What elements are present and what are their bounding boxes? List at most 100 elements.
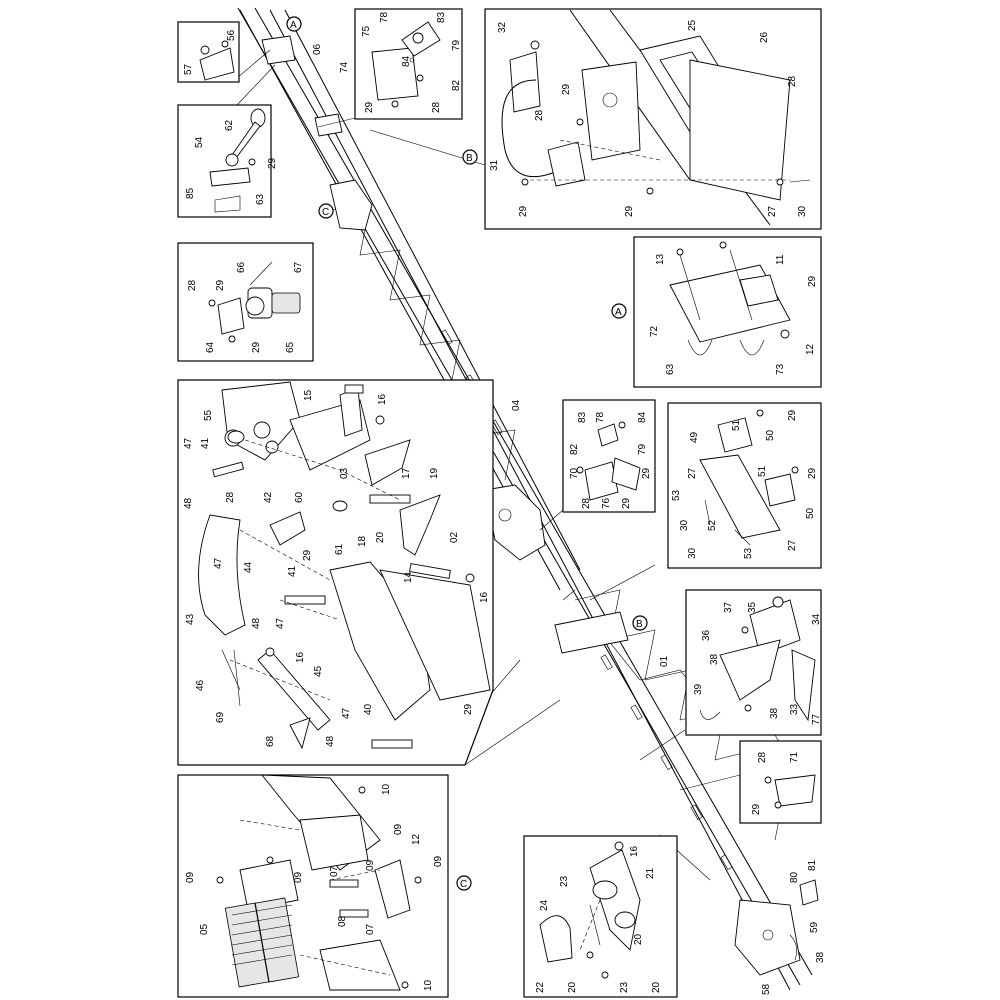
callout-73: 73 [775, 363, 786, 375]
callout-85: 85 [185, 187, 196, 199]
callout-65: 65 [285, 341, 296, 353]
callout-23: 23 [619, 981, 630, 993]
callout-04: 04 [511, 399, 522, 411]
callout-10: 10 [381, 783, 392, 795]
badge-b-boom: B [632, 615, 648, 631]
callout-28: 28 [787, 75, 798, 87]
detail-box-33-hook: 37 35 34 36 38 39 38 33 77 [685, 589, 822, 736]
callout-29: 29 [807, 275, 818, 287]
callout-28: 28 [534, 109, 545, 121]
callout-30: 30 [687, 547, 698, 559]
callout-78: 78 [595, 411, 606, 423]
callout-46: 46 [195, 679, 206, 691]
detail-box-52-rail: 49 51 50 29 27 51 29 53 50 30 52 27 30 5… [667, 402, 822, 569]
callout-63: 63 [665, 363, 676, 375]
callout-10: 10 [423, 979, 434, 991]
badge-a-clamp-label: A [615, 307, 622, 318]
callout-44: 44 [243, 561, 254, 573]
callout-29: 29 [624, 205, 635, 217]
callout-51: 51 [757, 465, 768, 477]
callout-45: 45 [313, 665, 324, 677]
callout-69: 69 [215, 711, 226, 723]
callout-27: 27 [687, 467, 698, 479]
callout-77: 77 [811, 713, 822, 725]
callout-20: 20 [375, 531, 386, 543]
callout-09: 09 [365, 859, 376, 871]
callout-83: 83 [577, 411, 588, 423]
callout-29: 29 [641, 467, 652, 479]
callout-13: 13 [655, 253, 666, 265]
badge-a-clamp: A [611, 303, 627, 319]
callout-29: 29 [561, 83, 572, 95]
callout-05: 05 [199, 923, 210, 935]
callout-28: 28 [225, 491, 236, 503]
callout-39: 39 [693, 683, 704, 695]
callout-48: 48 [183, 497, 194, 509]
callout-leaders [236, 49, 741, 881]
callout-29: 29 [787, 409, 798, 421]
callout-29: 29 [251, 341, 262, 353]
callout-17: 17 [401, 467, 412, 479]
callout-80: 80 [789, 871, 800, 883]
callout-50: 50 [805, 507, 816, 519]
callout-32: 32 [497, 21, 508, 33]
callout-03: 03 [339, 467, 350, 479]
detail-box-65-valve: 28 66 67 29 64 29 65 [177, 242, 314, 362]
callout-15: 15 [303, 389, 314, 401]
callout-28: 28 [581, 497, 592, 509]
callout-60: 60 [294, 491, 305, 503]
detail-box-71-cover: 28 71 29 [739, 740, 822, 824]
callout-37: 37 [723, 601, 734, 613]
callout-58: 58 [761, 983, 772, 995]
callout-20: 20 [633, 933, 644, 945]
callout-47: 47 [341, 707, 352, 719]
callout-30: 30 [679, 519, 690, 531]
callout-66: 66 [236, 261, 247, 273]
callout-29: 29 [267, 157, 278, 169]
detail-box-a-clamp: 13 11 29 72 63 73 12 [633, 236, 822, 388]
callout-61: 61 [334, 543, 345, 555]
callout-67: 67 [293, 261, 304, 273]
callout-28: 28 [757, 751, 768, 763]
callout-57: 57 [183, 63, 194, 75]
callout-68: 68 [265, 735, 276, 747]
boom-end-callouts: 81 80 59 38 58 [761, 859, 826, 995]
callout-64: 64 [205, 341, 216, 353]
callout-06: 06 [312, 43, 323, 55]
callout-38: 38 [769, 707, 780, 719]
callout-74: 74 [339, 61, 350, 73]
callout-07: 07 [329, 865, 340, 877]
badge-b-mount-label: B [466, 153, 473, 164]
callout-75: 75 [361, 25, 372, 37]
callout-28: 28 [187, 279, 198, 291]
callout-08: 08 [337, 915, 348, 927]
callout-34: 34 [811, 613, 822, 625]
callout-09: 09 [393, 823, 404, 835]
callout-47: 47 [183, 437, 194, 449]
callout-82: 82 [451, 79, 462, 91]
callout-41: 41 [287, 565, 298, 577]
callout-29: 29 [751, 803, 762, 815]
callout-48: 48 [251, 617, 262, 629]
callout-29: 29 [518, 205, 529, 217]
callout-35: 35 [747, 601, 758, 613]
callout-53: 53 [743, 547, 754, 559]
callout-50: 50 [765, 429, 776, 441]
callout-12: 12 [805, 343, 816, 355]
badge-c-boom: C [318, 203, 334, 219]
callout-43: 43 [185, 613, 196, 625]
callout-27: 27 [787, 539, 798, 551]
callout-28: 28 [431, 101, 442, 113]
callout-23: 23 [559, 875, 570, 887]
callout-52: 52 [707, 519, 718, 531]
callout-12: 12 [411, 833, 422, 845]
badge-c-spring: C [456, 875, 472, 891]
callout-47: 47 [213, 557, 224, 569]
detail-box-c-spring: 10 09 12 09 07 09 09 09 08 07 05 10 [177, 774, 449, 998]
callout-29: 29 [215, 279, 226, 291]
callout-18: 18 [357, 535, 368, 547]
callout-16: 16 [377, 393, 388, 405]
callout-82: 82 [569, 443, 580, 455]
callout-29: 29 [463, 703, 474, 715]
